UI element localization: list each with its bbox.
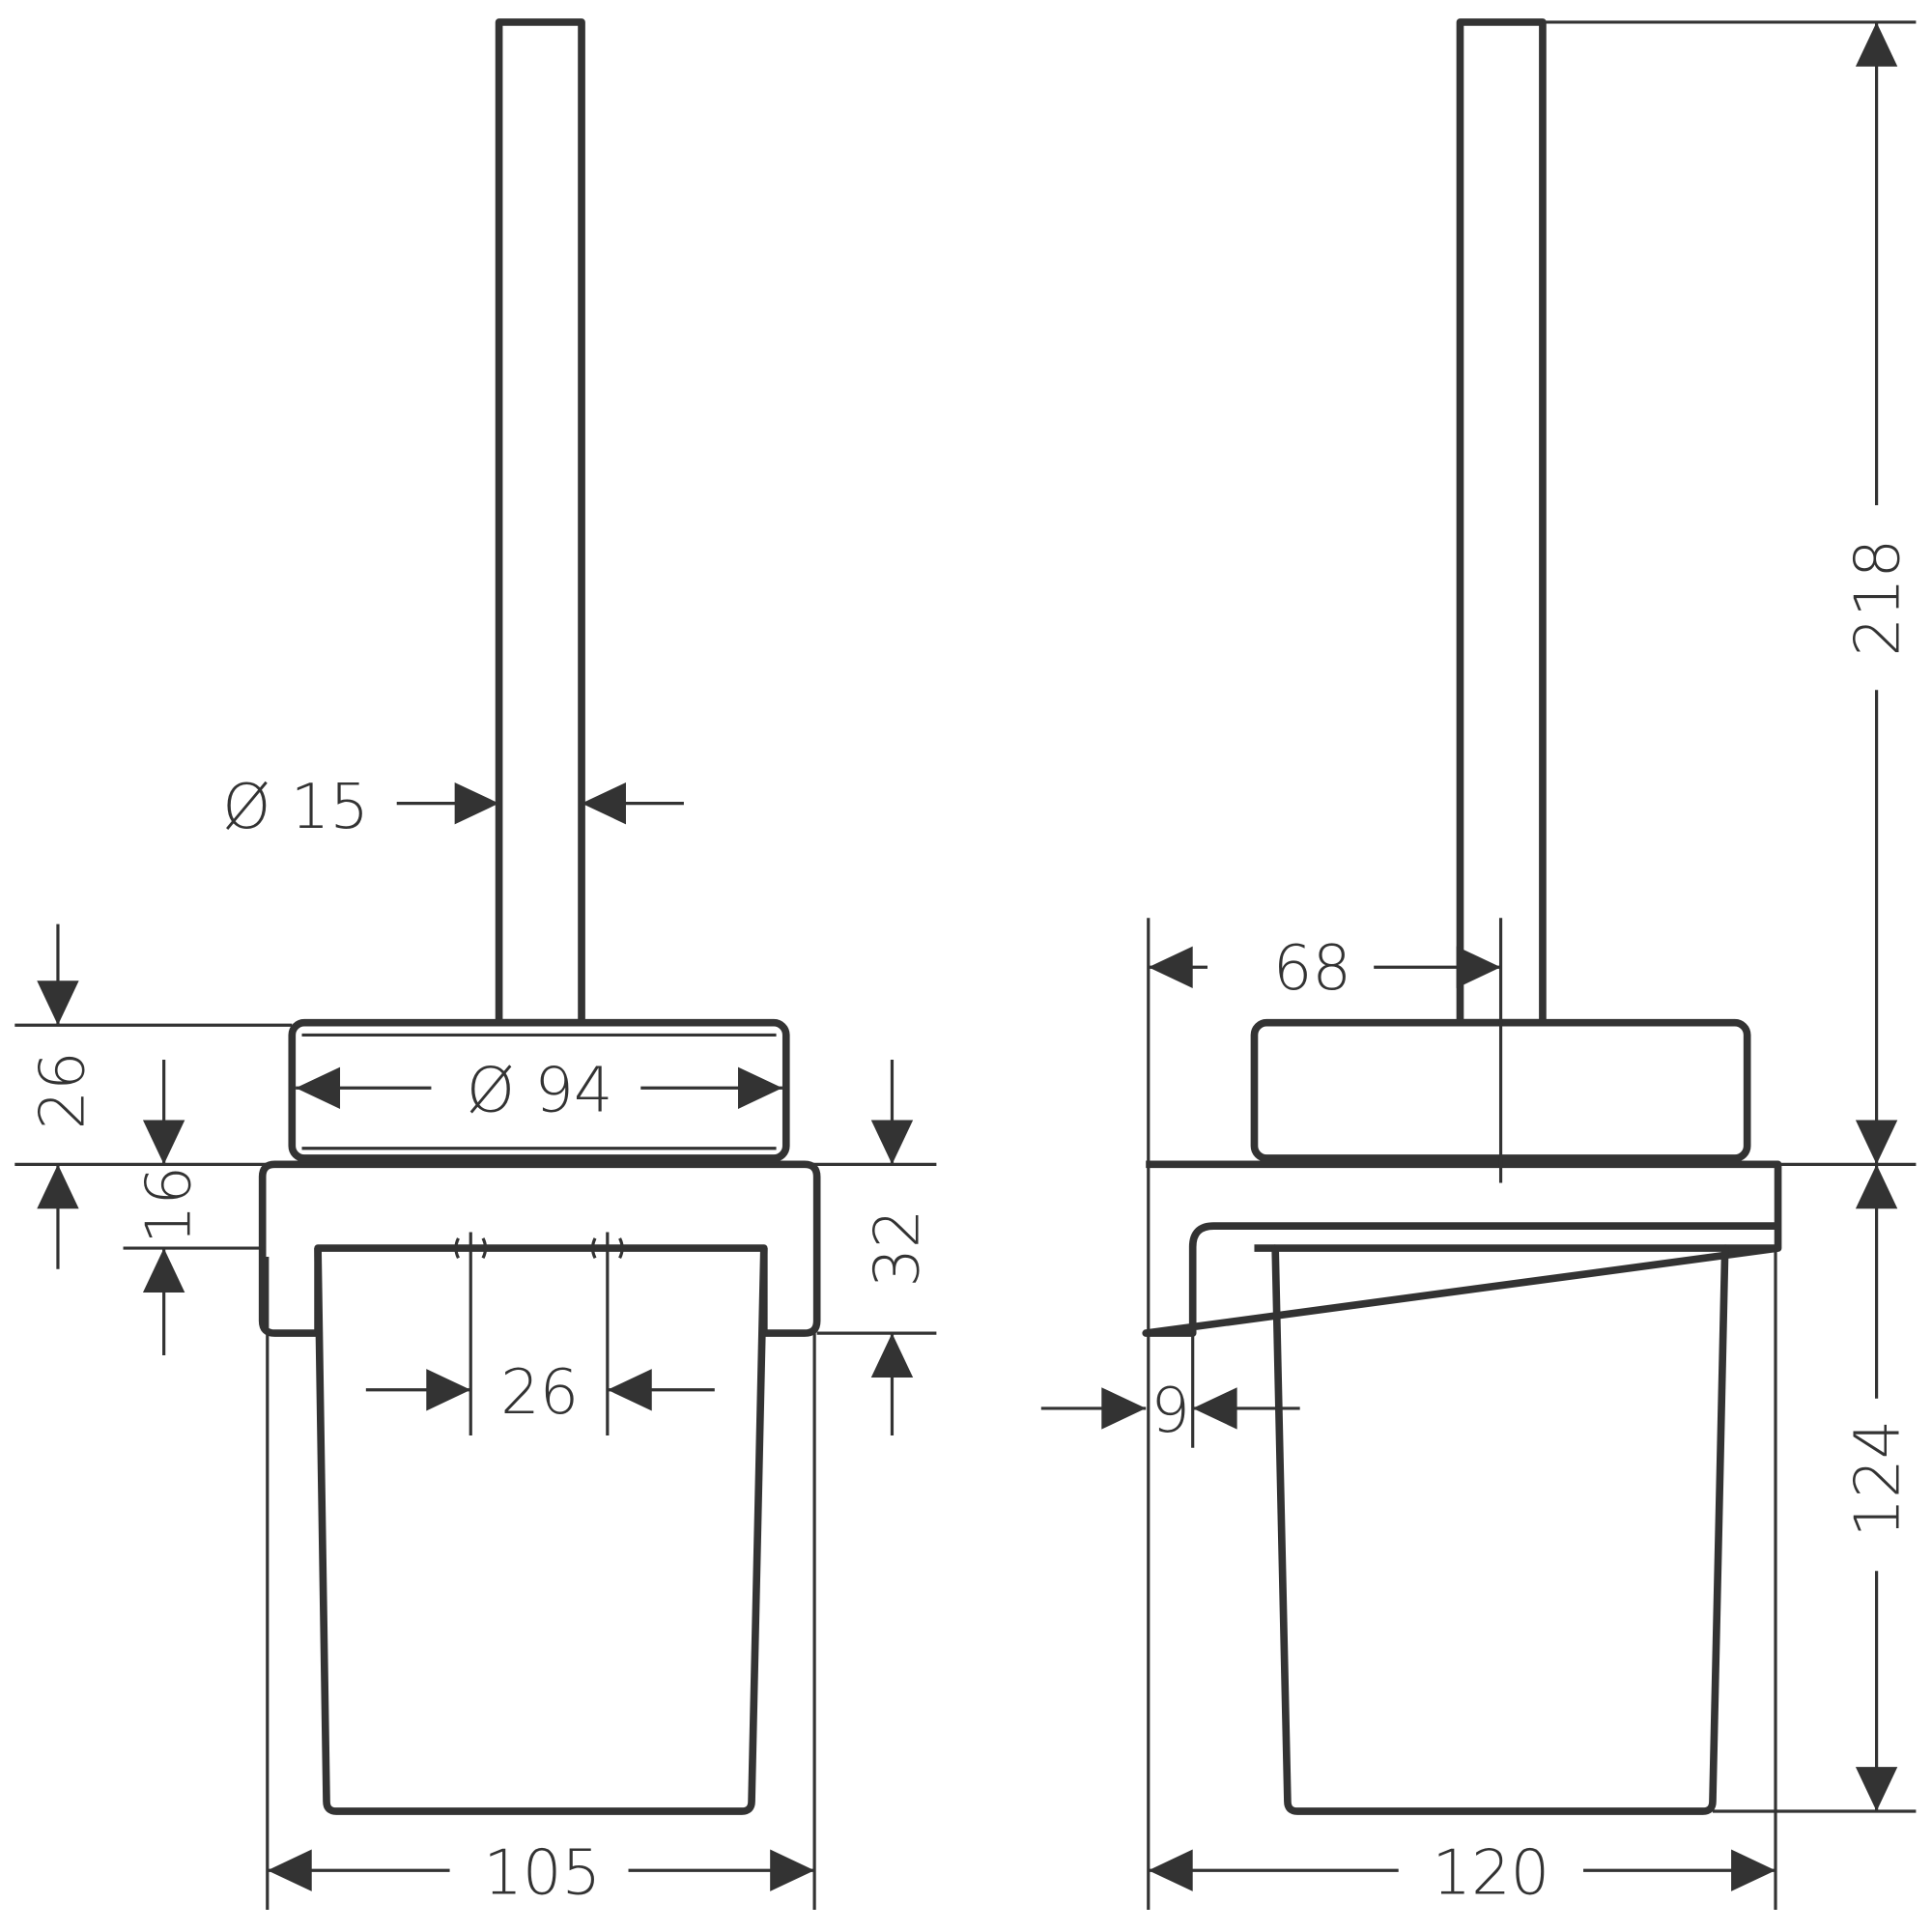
side-handle [1456, 18, 1547, 1027]
arrowhead [37, 1164, 79, 1209]
arrowhead [142, 1120, 185, 1165]
arrowhead [738, 1066, 782, 1109]
front-cup [314, 1248, 768, 1815]
arrowhead [870, 1333, 914, 1378]
arrowhead [1192, 1387, 1237, 1430]
dim-handle-length: 218 [1843, 539, 1915, 657]
front-bracket [258, 1160, 821, 1337]
front-view [258, 18, 821, 1815]
arrowhead [1855, 1767, 1898, 1811]
dim-cup-height: 124 [1843, 1420, 1915, 1538]
arrowhead [770, 1849, 815, 1891]
arrowhead [296, 1066, 341, 1109]
dim-bracket-height: 16 [133, 1166, 205, 1244]
side-cup [1271, 1244, 1729, 1815]
front-cap [288, 1018, 790, 1162]
dim-bracket-to-cup: 32 [862, 1209, 933, 1288]
arrowhead [1148, 1849, 1193, 1891]
arrowhead [1456, 946, 1501, 988]
arrowhead [267, 1849, 312, 1891]
side-view [1142, 18, 1782, 1815]
arrowhead [870, 1120, 914, 1165]
dimension-lines [14, 20, 1917, 1911]
arrowhead [1855, 1164, 1898, 1209]
dim-handle-offset: 68 [1273, 933, 1351, 1005]
arrowhead [1148, 946, 1193, 988]
arrowhead [607, 1369, 652, 1411]
arrowhead [1855, 21, 1898, 67]
dim-handle-diameter: Ø 15 [222, 772, 369, 843]
arrowhead [37, 980, 79, 1026]
arrowhead [582, 781, 626, 825]
dim-overall-width: 105 [483, 1837, 601, 1909]
dim-hole-spacing: 26 [500, 1357, 579, 1429]
dim-bracket-thickness: 9 [1151, 1376, 1190, 1447]
arrowhead [1731, 1849, 1776, 1891]
dim-cap-height: 26 [28, 1051, 99, 1129]
arrowhead [1101, 1387, 1147, 1430]
arrowhead [454, 781, 499, 825]
mounting-hole-marks [454, 1237, 624, 1260]
front-handle [495, 18, 585, 1027]
arrowhead [142, 1248, 185, 1293]
dim-overall-depth: 120 [1433, 1837, 1550, 1909]
arrowhead [1855, 1120, 1898, 1165]
dim-cap-diameter: Ø 94 [467, 1056, 613, 1127]
arrowhead [426, 1369, 471, 1411]
